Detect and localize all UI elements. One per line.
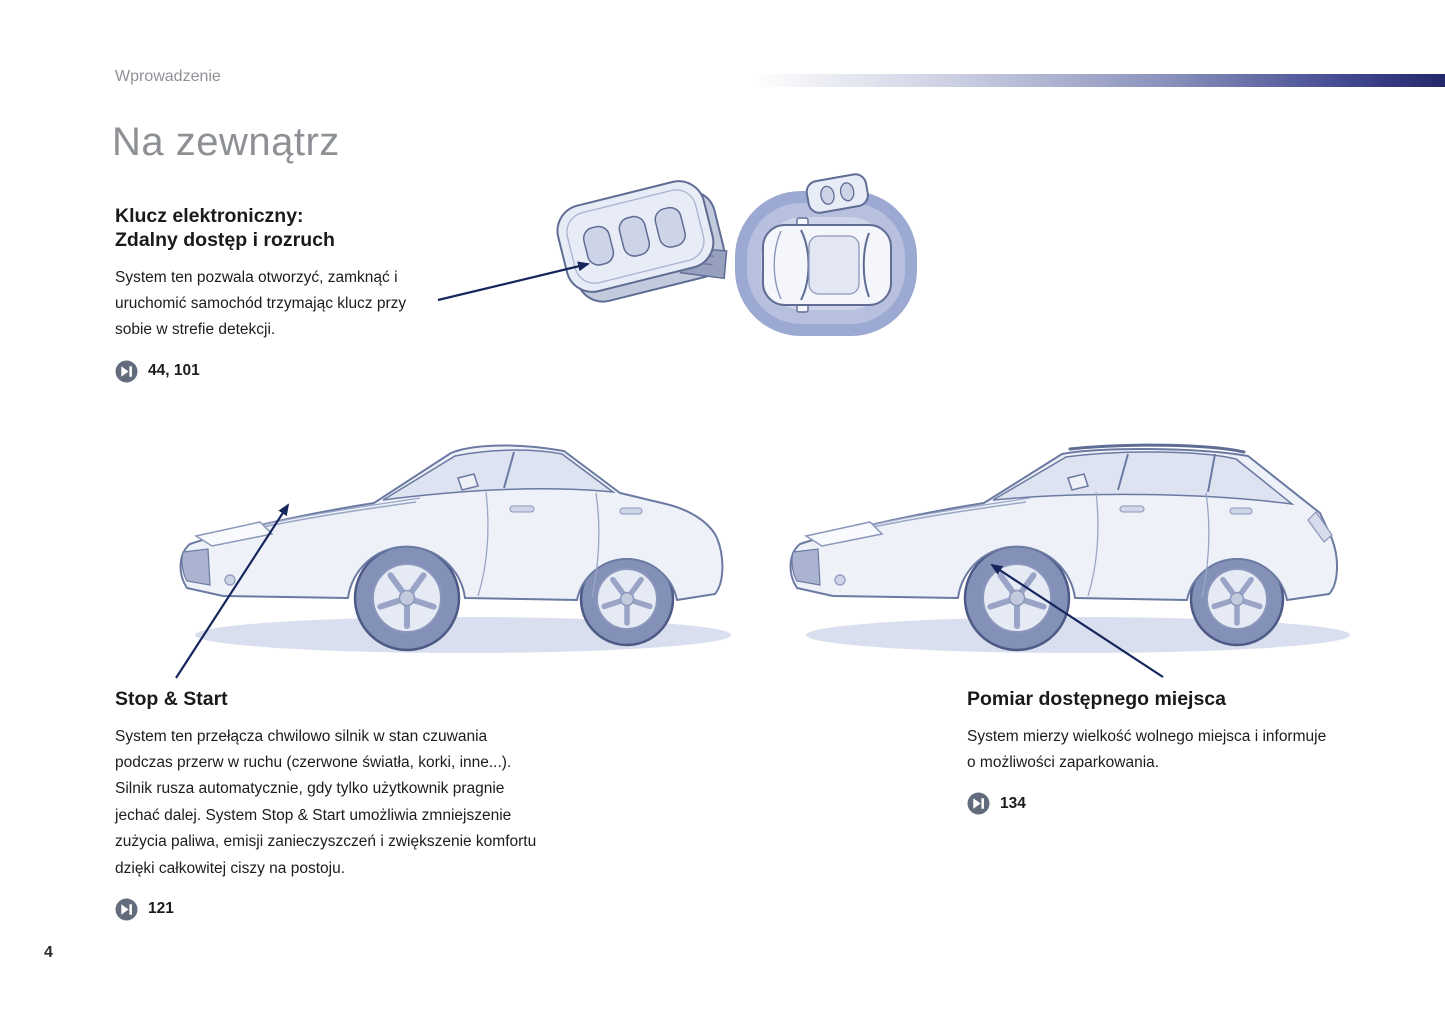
- page-ref-icon: [115, 360, 138, 383]
- stop-start-body: System ten przełącza chwilowo silnik w s…: [115, 727, 537, 877]
- chapter-header: Wprowadzenie: [115, 68, 221, 85]
- key-in-zone: [805, 173, 869, 214]
- page-ref-stop-start: 121: [115, 898, 545, 921]
- connector-line-key: [437, 261, 590, 302]
- sedan-illustration: [179, 444, 731, 653]
- parking-body: System mierzy wielkość wolnego miejsca i…: [967, 727, 1327, 772]
- page-ref-key: 44, 101: [115, 360, 417, 383]
- connector-line-parking: [990, 563, 1164, 678]
- stop-start-heading: Stop & Start: [115, 688, 228, 710]
- wagon-illustration: [789, 443, 1350, 653]
- page-ref-icon: [967, 792, 990, 815]
- electronic-key-body: System ten pozwala otworzyć, zamknąć i u…: [115, 268, 407, 339]
- header-gradient-bar: [752, 74, 1445, 87]
- electronic-key-heading: Klucz elektroniczny: Zdalny dostęp i roz…: [115, 205, 417, 253]
- electronic-key-heading-line2: Zdalny dostęp i rozruch: [115, 228, 335, 251]
- car-top-view: [762, 217, 892, 313]
- parking-heading: Pomiar dostępnego miejsca: [967, 688, 1226, 710]
- key-fob-illustration: [556, 180, 728, 303]
- page-number: 4: [44, 944, 53, 961]
- electronic-key-heading-line1: Klucz elektroniczny:: [115, 205, 304, 227]
- detection-zone-illustration: [735, 173, 917, 336]
- page-ref-parking: 134: [967, 792, 1337, 815]
- page-title: Na zewnątrz: [112, 120, 340, 164]
- page-ref-stop-start-number: 121: [148, 900, 174, 918]
- section-stop-start: Stop & Start System ten przełącza chwilo…: [115, 688, 545, 921]
- page-ref-icon: [115, 898, 138, 921]
- section-electronic-key: Klucz elektroniczny: Zdalny dostęp i roz…: [115, 205, 417, 383]
- page-ref-key-number: 44, 101: [148, 362, 200, 380]
- connector-line-stop-start: [175, 503, 290, 679]
- section-parking-measurement: Pomiar dostępnego miejsca System mierzy …: [967, 688, 1337, 815]
- page-ref-parking-number: 134: [1000, 794, 1026, 812]
